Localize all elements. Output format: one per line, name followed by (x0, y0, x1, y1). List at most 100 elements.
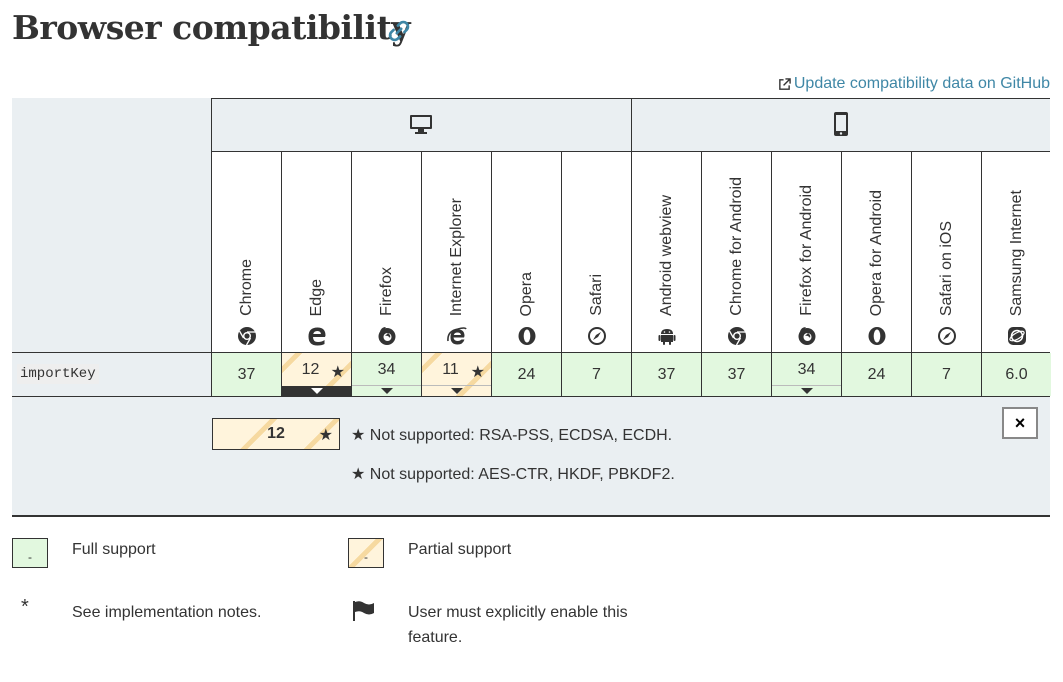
column-divider (841, 152, 842, 396)
chrome-icon (727, 327, 746, 346)
feature-name[interactable]: importKey (17, 364, 99, 384)
browser-header-android-webview: Android webview (632, 152, 701, 352)
version-value: 7 (942, 365, 951, 383)
edge-icon (308, 327, 325, 346)
support-cell-samsung-internet: 6.0 (982, 353, 1051, 396)
browser-name: Chrome for Android (727, 177, 745, 316)
expand-toggle[interactable] (352, 385, 421, 396)
version-value: 37 (727, 365, 746, 383)
table-divider (12, 352, 1050, 353)
column-divider (351, 152, 352, 396)
github-update-link[interactable]: Update compatibility data on GitHub (778, 75, 1050, 93)
browser-header-samsung-internet: Samsung Internet (982, 152, 1051, 352)
note-star: ★ (330, 364, 345, 381)
support-cell-chrome: 37 (212, 353, 281, 396)
browser-header-edge: Edge (282, 152, 351, 352)
browser-name: Safari on iOS (937, 220, 955, 316)
support-cell-edge[interactable]: 12 ★ (282, 353, 351, 396)
mobile-icon (834, 112, 848, 136)
chevron-down-icon (800, 388, 813, 394)
browser-header-chrome: Chrome (212, 152, 281, 352)
support-cell-opera-for-android: 24 (842, 353, 911, 396)
legend-star-icon: * (21, 596, 29, 618)
browser-name: Safari (587, 274, 605, 316)
browser-header-internet-explorer: Internet Explorer (422, 152, 491, 352)
firefox-icon (798, 327, 815, 345)
version-value: 34 (797, 361, 816, 378)
browser-header-opera: Opera (492, 152, 561, 352)
browser-name: Chrome (237, 259, 255, 316)
android-icon (658, 329, 675, 345)
version-value: 37 (237, 365, 256, 383)
column-divider (421, 152, 422, 396)
column-divider (701, 152, 702, 396)
legend-partial-text: Partial support (408, 541, 512, 558)
ie-icon (446, 327, 467, 345)
note-star: ★ (318, 427, 333, 444)
expand-toggle[interactable] (422, 385, 491, 396)
support-cell-internet-explorer[interactable]: 11 ★ (422, 353, 491, 396)
browser-header-opera-for-android: Opera for Android (842, 152, 911, 352)
support-cell-firefox-for-android[interactable]: 34 (772, 353, 841, 396)
note-star: ★ (470, 364, 485, 381)
chevron-down-icon (310, 388, 323, 394)
browser-header-safari: Safari (562, 152, 631, 352)
link-icon[interactable] (386, 18, 412, 44)
support-cell-firefox[interactable]: 34 (352, 353, 421, 396)
browser-header-firefox-for-android: Firefox for Android (772, 152, 841, 352)
version-value: 24 (867, 365, 886, 383)
firefox-icon (378, 327, 395, 345)
legend-flag-line: feature. (408, 629, 463, 646)
samsung-icon (1007, 327, 1026, 345)
legend-full-text: Full support (72, 541, 156, 558)
column-divider (491, 152, 492, 396)
legend-flag-text: User must explicitly enable this feature… (408, 600, 628, 650)
chrome-icon (237, 327, 256, 346)
browser-name: Opera for Android (867, 189, 885, 316)
version-value: 11 (442, 361, 459, 378)
version-value: 12 (301, 361, 320, 378)
browser-name: Opera (517, 271, 535, 316)
table-divider (211, 98, 212, 396)
external-link-icon (779, 77, 791, 90)
github-link-text: Update compatibility data on GitHub (793, 75, 1050, 92)
legend-full-swatch: - (12, 538, 48, 568)
column-divider (561, 152, 562, 396)
table-divider (631, 98, 632, 396)
browser-header-chrome-for-android: Chrome for Android (702, 152, 771, 352)
support-cell-chrome-for-android: 37 (702, 353, 771, 396)
table-divider (211, 151, 1050, 152)
column-divider (911, 152, 912, 396)
note-version-cell: 12 ★ (212, 418, 340, 450)
column-divider (281, 152, 282, 396)
page-title: Browser compatibility (12, 8, 411, 47)
browser-name: Firefox (377, 267, 395, 316)
version-value: 7 (592, 365, 601, 383)
close-notes-button[interactable]: × (1002, 407, 1038, 439)
legend-flag-line: User must explicitly enable this (408, 604, 628, 621)
notes-panel (12, 397, 1050, 517)
desktop-icon (410, 115, 432, 134)
expand-toggle[interactable] (282, 386, 351, 396)
browser-name: Samsung Internet (1007, 189, 1025, 316)
support-cell-opera: 24 (492, 353, 561, 396)
note-line: ★ Not supported: AES-CTR, HKDF, PBKDF2. (351, 466, 675, 483)
chevron-down-icon (380, 388, 393, 394)
browser-name: Firefox for Android (797, 185, 815, 316)
browser-header-firefox: Firefox (352, 152, 421, 352)
browser-header-safari-on-ios: Safari on iOS (912, 152, 981, 352)
support-cell-safari: 7 (562, 353, 631, 396)
flag-icon (353, 601, 374, 621)
legend-notes-text: See implementation notes. (72, 604, 262, 621)
legend-mark: - (364, 550, 368, 564)
note-version: 12 (267, 425, 285, 442)
support-cell-safari-on-ios: 7 (912, 353, 981, 396)
legend-mark: - (28, 550, 32, 564)
expand-toggle[interactable] (772, 385, 841, 396)
opera-icon (868, 327, 885, 345)
note-line: ★ Not supported: RSA-PSS, ECDSA, ECDH. (351, 427, 673, 444)
column-divider (981, 152, 982, 396)
table-top-border (211, 98, 1050, 99)
safari-icon (587, 327, 606, 345)
support-cell-android-webview: 37 (632, 353, 701, 396)
